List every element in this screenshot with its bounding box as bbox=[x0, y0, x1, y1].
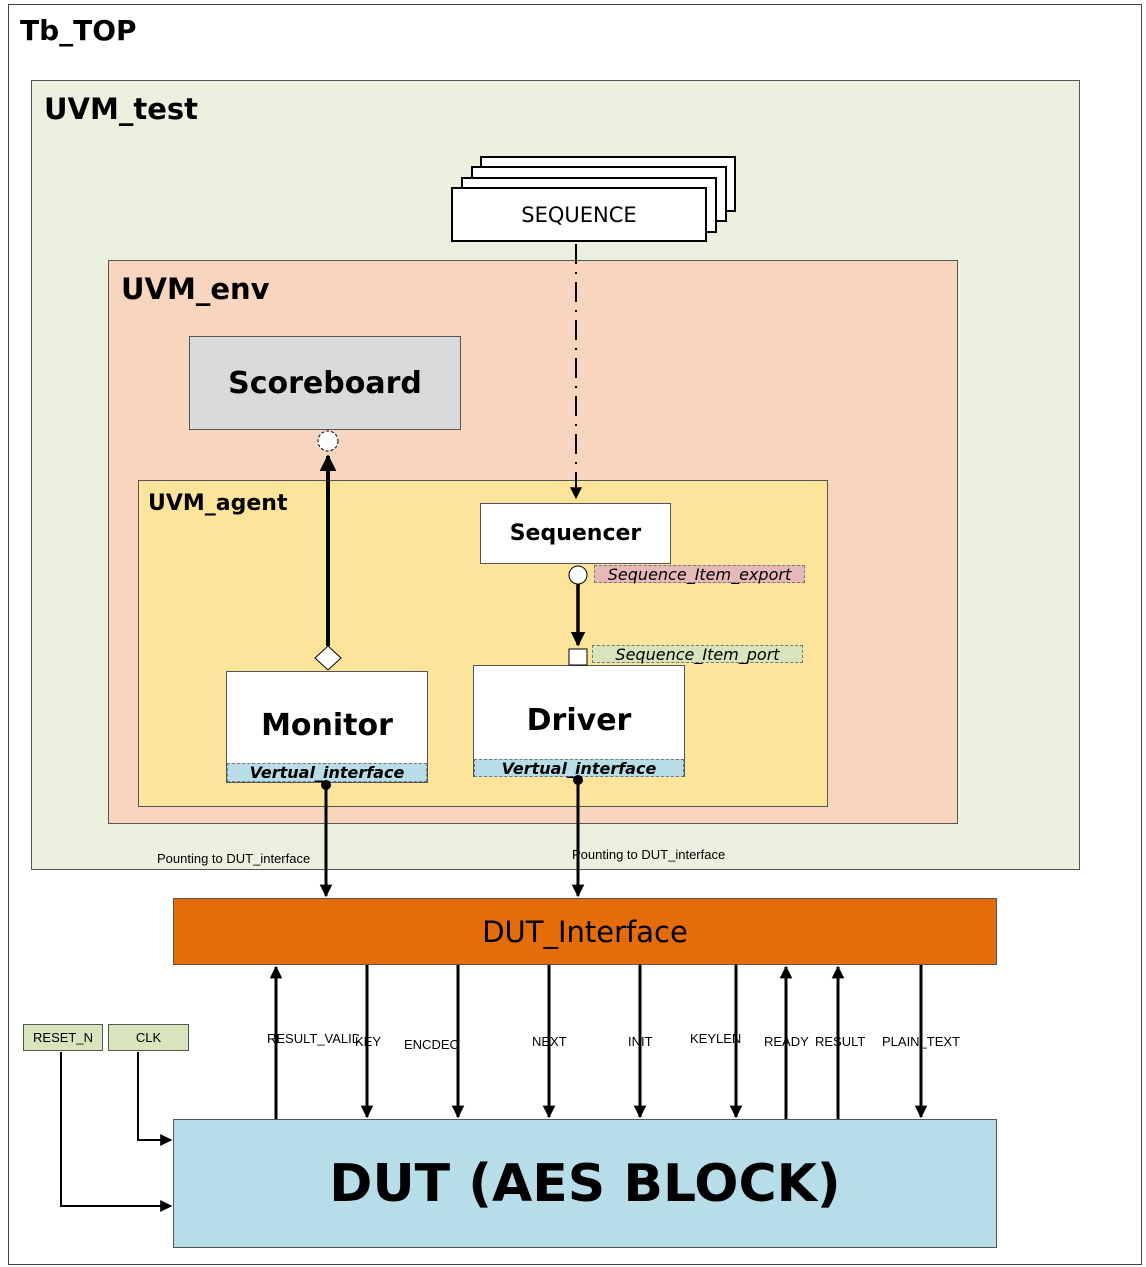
sequence-block: SEQUENCE bbox=[451, 187, 707, 242]
signal-label-result: RESULT bbox=[815, 1034, 866, 1049]
driver-pointing-label: Pounting to DUT_interface bbox=[572, 847, 726, 862]
driver-block: Driver bbox=[473, 665, 685, 777]
dut-interface-block: DUT_Interface bbox=[173, 898, 997, 965]
tb-top-frame bbox=[8, 4, 1142, 1265]
clk-block: CLK bbox=[108, 1024, 189, 1051]
monitor-pointing-label: Pounting to DUT_interface bbox=[157, 851, 311, 866]
signal-label-result-valid: RESULT_VALID bbox=[267, 1031, 359, 1046]
sequence-item-export-tag: Sequence_Item_export bbox=[594, 565, 805, 584]
scoreboard-block: Scoreboard bbox=[189, 336, 461, 430]
uvm-agent-title: UVM_agent bbox=[148, 491, 288, 516]
tb-top-title: Tb_TOP bbox=[20, 14, 137, 47]
signal-label-encdec: ENCDEC bbox=[404, 1037, 458, 1052]
sequence-item-port-tag: Sequence_Item_port bbox=[592, 645, 803, 664]
reset-n-connector bbox=[60, 1052, 173, 1212]
uvm-env-title: UVM_env bbox=[121, 272, 270, 306]
clk-connector bbox=[137, 1052, 173, 1146]
monitor-analysis-port-icon bbox=[314, 645, 342, 671]
uvm-test-title: UVM_test bbox=[44, 92, 199, 126]
reset-n-block: RESET_N bbox=[23, 1024, 103, 1051]
signal-label-keylen: KEYLEN bbox=[690, 1031, 742, 1046]
scoreboard-analysis-imp-icon bbox=[317, 430, 339, 452]
monitor-label: Monitor bbox=[261, 708, 393, 743]
driver-label: Driver bbox=[526, 703, 632, 738]
dut-aes-block: DUT (AES BLOCK) bbox=[173, 1119, 997, 1248]
sequencer-export-icon bbox=[568, 565, 588, 585]
sequencer-block: Sequencer bbox=[480, 503, 671, 564]
driver-port-icon bbox=[568, 648, 588, 666]
